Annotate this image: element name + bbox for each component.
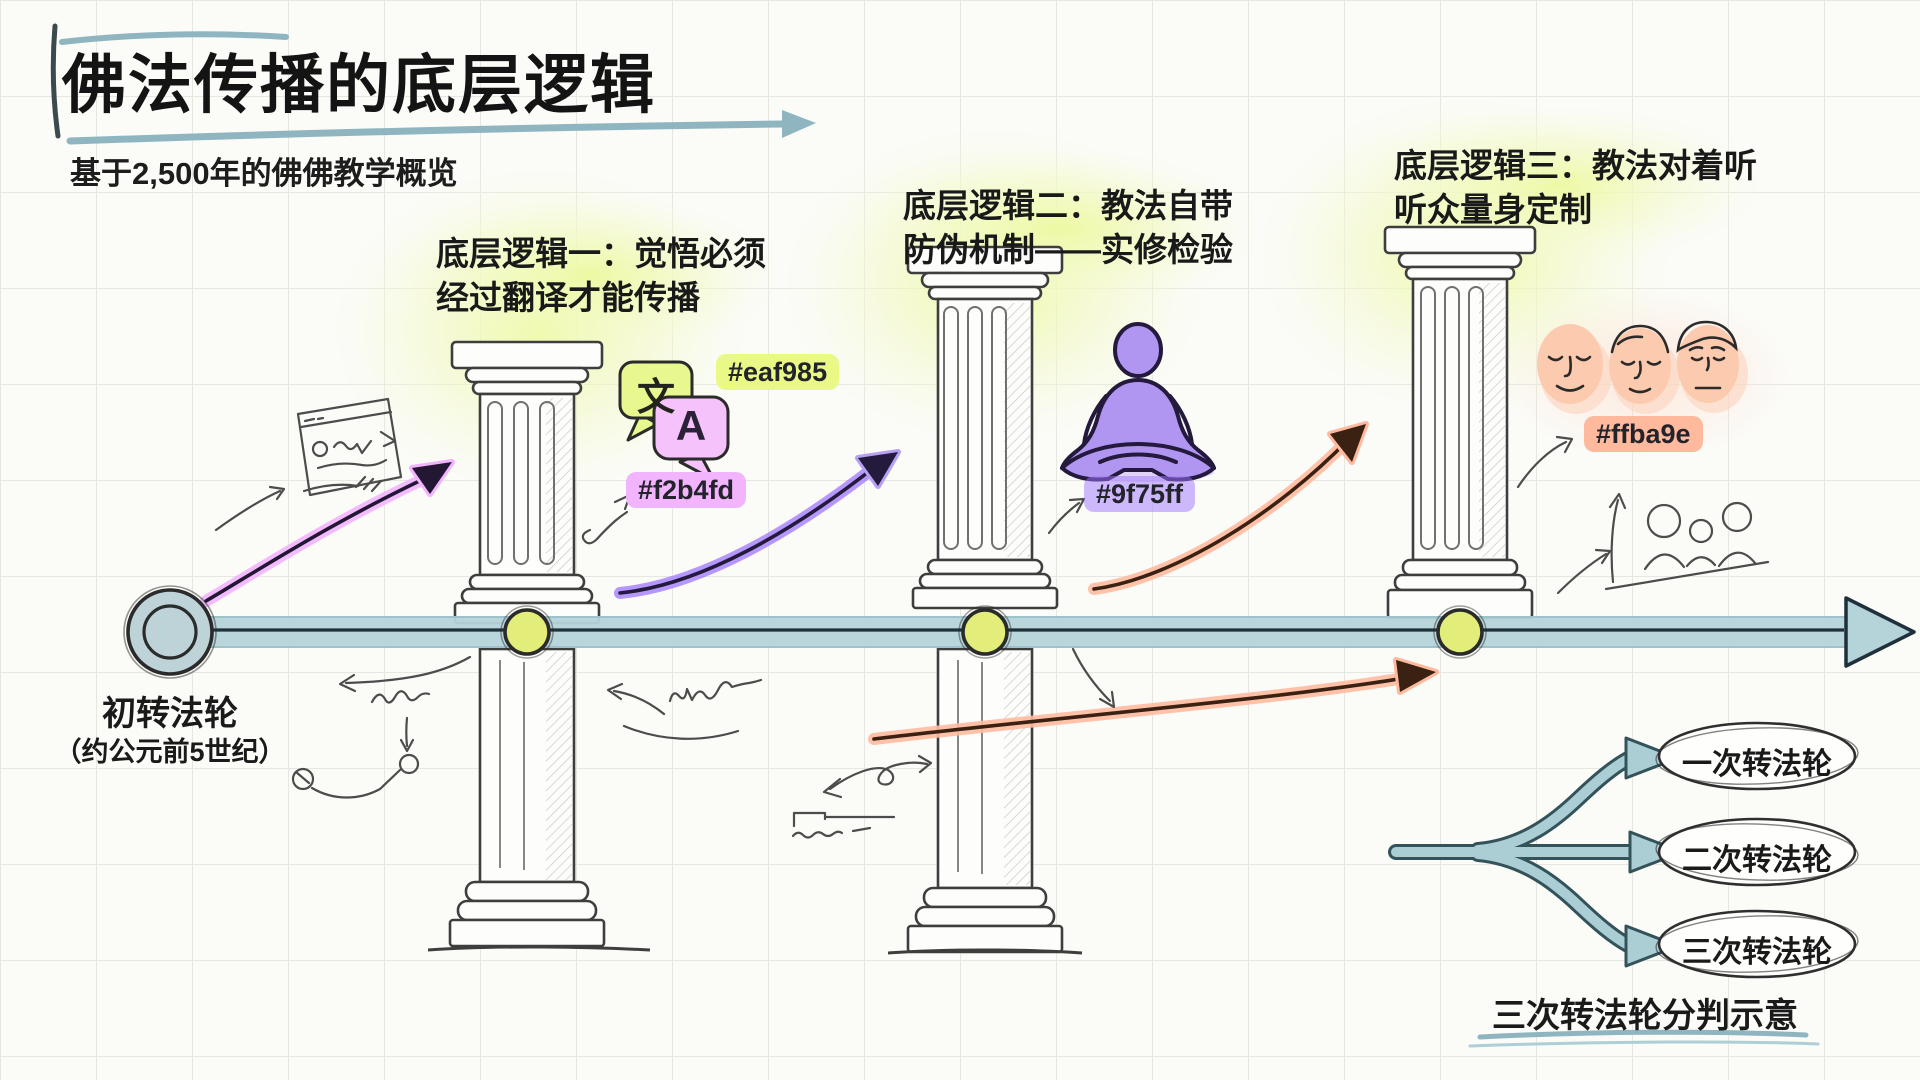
- title-underline-arrow: [66, 110, 816, 145]
- arrow-to-document-sketch: [214, 485, 286, 532]
- timeline-node-1: [500, 605, 554, 659]
- timeline-start-title: 初转法轮: [102, 695, 238, 733]
- scribbles-right-of-pillar-1: [606, 678, 763, 740]
- growth-arrow-orange-upper: [1088, 421, 1369, 595]
- color-chip-bubble-target: #f2b4fd: [626, 472, 747, 509]
- page-title: 佛法传播的底层逻辑: [62, 49, 656, 121]
- growth-arrow-pink: [200, 459, 455, 607]
- timeline-node-2: [958, 605, 1012, 659]
- timeline-node-3: [1433, 605, 1487, 659]
- timeline-arrowhead: [1844, 596, 1916, 668]
- pillar-column-3: [1383, 225, 1537, 620]
- pillar-column-2: [887, 245, 1083, 955]
- translation-target-glyph: A: [675, 402, 707, 449]
- color-chip-faces: #ffba9e: [1584, 416, 1703, 453]
- document-sketch: [296, 397, 403, 497]
- growth-arrow-purple: [614, 449, 901, 599]
- branch-label-third-turning: 三次转法轮: [1682, 936, 1832, 969]
- translation-source-glyph: 文: [636, 377, 675, 419]
- arrow-to-faces-chip: [1516, 435, 1574, 489]
- branch-label-second-turning: 二次转法轮: [1682, 844, 1832, 877]
- audience-faces-icon: [1537, 320, 1748, 414]
- growth-arrow-orange-lower: [868, 657, 1439, 745]
- audience-sketch: [1556, 492, 1770, 595]
- scribbles-below-pillar-1: [291, 655, 472, 799]
- principle-label-1: 底层逻辑一：觉悟必须 经过翻译才能传播: [436, 235, 766, 316]
- timeline-start-subtitle: （约公元前5世纪）: [54, 737, 286, 767]
- color-chip-bubble-source: #eaf985: [716, 354, 840, 391]
- title-decoration: [50, 23, 289, 139]
- branch-fork: [1388, 736, 1684, 968]
- arrow-down-near-pillar-3: [1071, 647, 1116, 709]
- timeline-start-node: [123, 585, 217, 679]
- color-chip-meditator: #9f75ff: [1084, 476, 1196, 513]
- branch-caption: 三次转法轮分判示意: [1492, 997, 1798, 1035]
- page-subtitle: 基于2,500年的佛佛教学概览: [70, 156, 458, 191]
- scribbles-below-pillar-2: [791, 754, 933, 839]
- principle-label-3: 底层逻辑三：教法对着听 听众量身定制: [1394, 147, 1757, 228]
- branch-ovals: [1655, 721, 1859, 979]
- principle-label-2: 底层逻辑二：教法自带 防伪机制——实修检验: [903, 187, 1233, 268]
- translation-icon: [618, 360, 730, 482]
- squiggle-arrow-to-pink-chip: [581, 493, 632, 545]
- caption-underline: [1468, 1029, 1820, 1048]
- branch-label-first-turning: 一次转法轮: [1682, 748, 1832, 781]
- pillar-column-1: [427, 340, 651, 952]
- arrow-to-purple-chip: [1047, 497, 1086, 535]
